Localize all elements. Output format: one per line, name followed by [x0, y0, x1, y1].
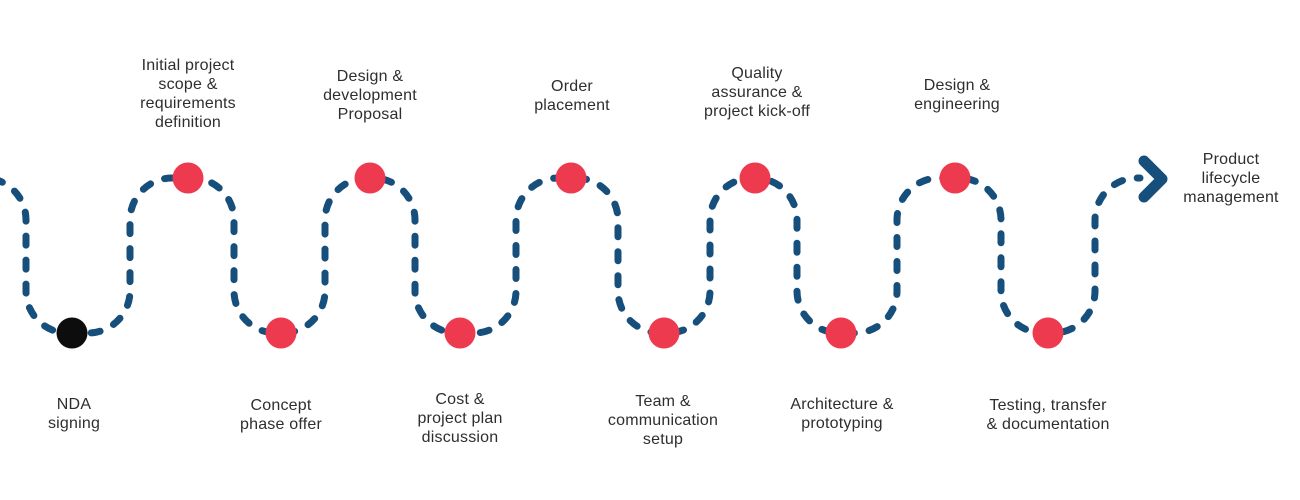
step-label-concept-offer: Concept phase offer [240, 397, 322, 433]
milestone-dot-quality-kickoff [739, 162, 771, 194]
step-label-nda-signing: NDA signing [47, 396, 101, 432]
milestone-dot-initial-scope [172, 162, 204, 194]
milestone-dot-design-engineering [939, 162, 971, 194]
process-path [0, 174, 1144, 337]
end-label-product-lifecycle: Product lifecycle management [1183, 151, 1279, 206]
milestone-dot-team-setup [648, 317, 680, 349]
step-label-order-placement: Order placement [534, 78, 610, 114]
step-label-testing-docs: Testing, transfer & documentation [986, 397, 1110, 433]
step-label-design-proposal: Design & development Proposal [323, 68, 417, 123]
step-label-cost-plan: Cost & project plan discussion [417, 391, 503, 446]
step-label-architecture: Architecture & prototyping [790, 396, 894, 432]
step-label-initial-scope: Initial project scope & requirements def… [140, 57, 236, 131]
step-label-quality-kickoff: Quality assurance & project kick-off [703, 65, 811, 120]
milestone-dot-design-proposal [354, 162, 386, 194]
milestone-dot-architecture [825, 317, 857, 349]
milestone-dot-order-placement [555, 162, 587, 194]
milestone-dot-concept-offer [265, 317, 297, 349]
milestone-dot-testing-docs [1032, 317, 1064, 349]
milestone-dot-nda-signing [56, 317, 88, 349]
step-label-design-engineering: Design & engineering [914, 77, 1000, 113]
arrow-icon [1138, 155, 1168, 203]
milestone-dot-cost-plan [444, 317, 476, 349]
step-label-team-setup: Team & communication setup [607, 393, 719, 448]
